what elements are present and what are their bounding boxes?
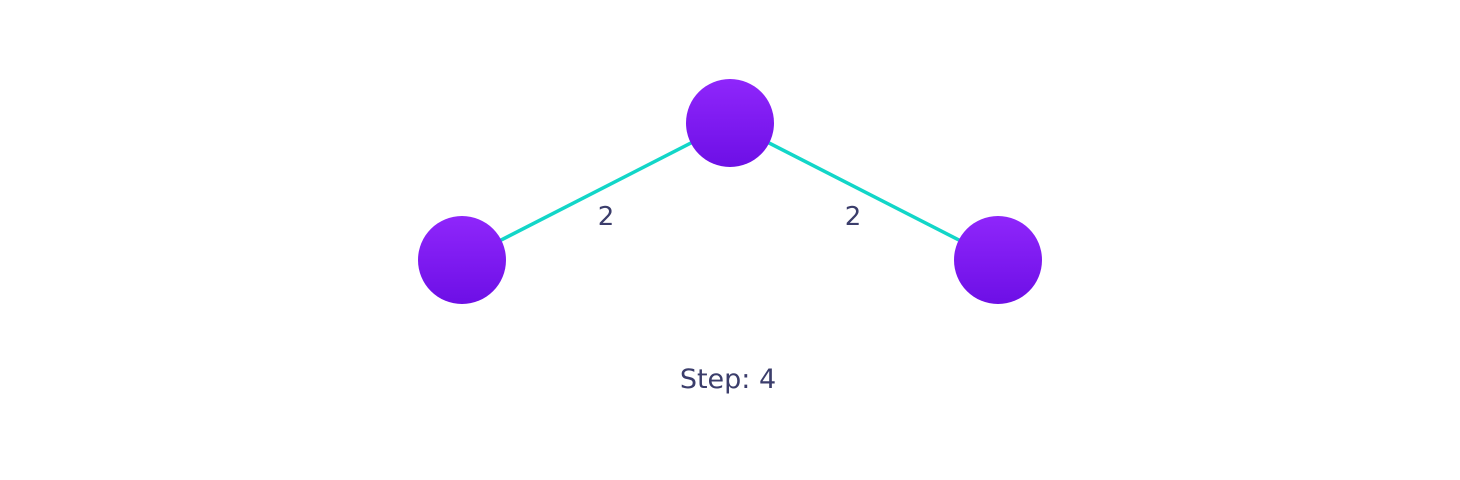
node-right bbox=[954, 216, 1042, 304]
edge-root-right bbox=[729, 121, 999, 262]
edge-weight-right: 2 bbox=[845, 202, 862, 232]
node-left bbox=[418, 216, 506, 304]
edge-weight-left: 2 bbox=[598, 202, 615, 232]
edge-root-left bbox=[461, 121, 731, 262]
node-root bbox=[686, 79, 774, 167]
step-label: Step: 4 bbox=[680, 364, 776, 395]
